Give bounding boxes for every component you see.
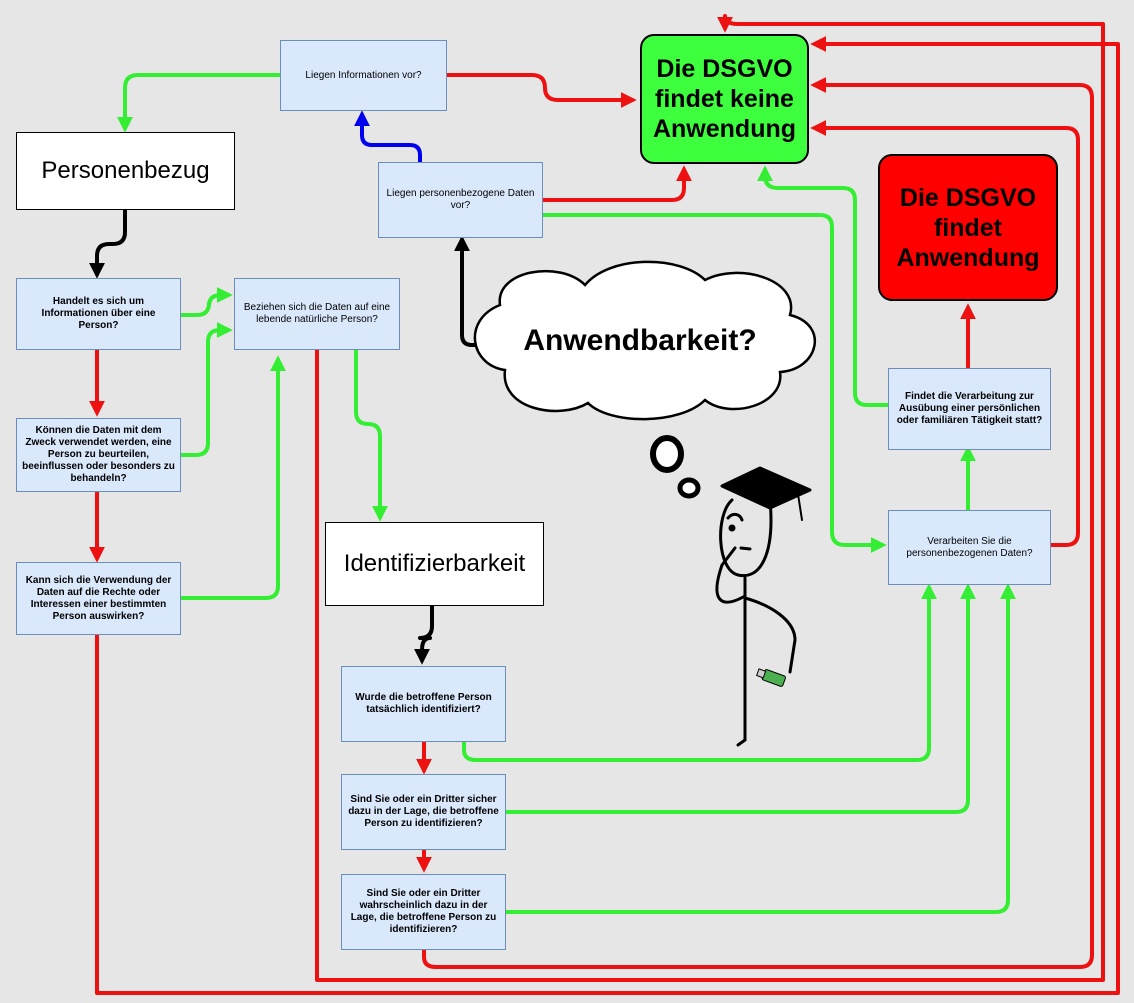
- node-beziehen-sich: Beziehen sich die Daten auf eine lebende…: [234, 278, 400, 350]
- edge-pb-no: [541, 165, 692, 202]
- edge-info-yes: [117, 73, 282, 133]
- edge-koennen-yes: [179, 322, 233, 457]
- edge-pers-handelt: [89, 208, 127, 279]
- edge-beziehen-no: [315, 14, 1105, 982]
- node-sind-sie-sicher: Sind Sie oder ein Dritter sicher dazu in…: [341, 774, 506, 850]
- edge-wurde-yes: [462, 583, 937, 762]
- edge-ident-wurde: [414, 604, 434, 665]
- thought-bubble-small: [677, 477, 701, 499]
- edge-sicher-yes: [504, 583, 976, 814]
- section-personenbezug: Personenbezug: [16, 132, 235, 210]
- edge-cloud-pb: [454, 235, 502, 347]
- node-liegen-personenbezogene-daten: Liegen personenbezogene Daten vor?: [378, 162, 543, 238]
- node-verarbeiten-sie: Verarbeiten Sie die personenbezogenen Da…: [888, 510, 1051, 585]
- thought-bubble-large: [650, 435, 684, 473]
- section-identifizierbarkeit: Identifizierbarkeit: [325, 522, 544, 606]
- edge-kann-yes: [179, 355, 286, 600]
- edge-pb-yes: [541, 213, 887, 553]
- stick-figure: [715, 466, 812, 747]
- node-kann-sich-verwendung: Kann sich die Verwendung der Daten auf d…: [16, 562, 181, 635]
- edge-wahr-no: [422, 77, 1094, 969]
- edge-handelt-yes: [179, 287, 233, 317]
- cloud-label-anwendbarkeit: Anwendbarkeit?: [523, 324, 757, 357]
- node-sind-sie-wahrscheinlich: Sind Sie oder ein Dritter wahrscheinlich…: [341, 874, 506, 950]
- thought-cloud: [473, 260, 817, 421]
- edge-wahr-yes: [504, 583, 1016, 914]
- node-liegen-informationen: Liegen Informationen vor?: [280, 40, 447, 111]
- edge-kann-no: [95, 36, 1120, 995]
- edge-beziehen-yes: [354, 348, 388, 522]
- node-wurde-identifiziert: Wurde die betroffene Person tatsächlich …: [341, 666, 506, 742]
- node-handelt-es-sich: Handelt es sich um Informationen über ei…: [16, 278, 181, 350]
- node-findet-verarbeitung: Findet die Verarbeitung zur Ausübung ein…: [888, 368, 1051, 450]
- result-dsgvo-findet-anwendung: Die DSGVO findet Anwendung: [878, 154, 1058, 301]
- node-koennen-die-daten: Können die Daten mit dem Zweck verwendet…: [16, 418, 181, 492]
- edge-fam-yes: [757, 165, 890, 407]
- edge-pb-info: [354, 110, 422, 164]
- usb-stick-icon: [755, 668, 786, 687]
- edge-verarb-no: [810, 120, 1080, 547]
- result-dsgvo-keine-anwendung: Die DSGVO findet keine Anwendung: [640, 34, 809, 164]
- edge-info-no: [445, 73, 637, 108]
